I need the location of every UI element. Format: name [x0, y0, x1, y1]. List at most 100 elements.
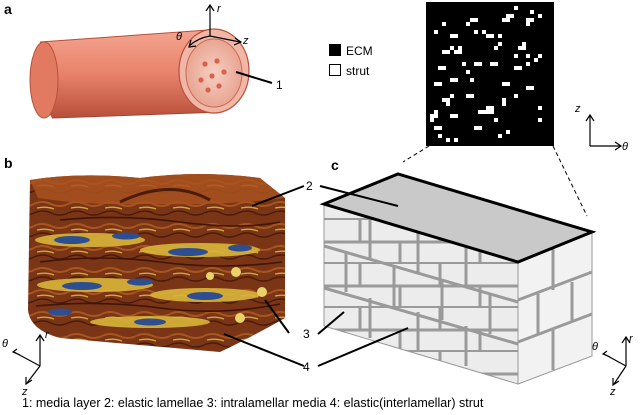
callout-line-1: [235, 71, 273, 84]
strut-cell: [478, 110, 486, 114]
strut-cell: [434, 126, 442, 130]
strut-cell: [446, 138, 450, 142]
strut-cell: [486, 106, 494, 110]
callout-line-2-b: [251, 185, 305, 207]
axis-theta-vessel: θ: [176, 31, 182, 43]
cell-dots: [198, 58, 227, 93]
vessel-cylinder: [29, 28, 250, 119]
callout-4: 4: [303, 360, 310, 374]
callout-1: 1: [276, 78, 283, 92]
strut-cell: [526, 22, 530, 26]
legend-ecm-label: ECM: [346, 44, 373, 58]
strut-cell: [466, 70, 470, 74]
block-axes: [601, 335, 631, 387]
dashed-connector-left: [402, 145, 430, 163]
strut-cell: [454, 50, 462, 54]
strut-cell: [526, 86, 534, 90]
strut-cell: [450, 114, 458, 118]
panel-a-label: a: [4, 1, 12, 17]
callout-line-2-c: [319, 185, 399, 207]
panel-c-label: c: [331, 157, 339, 173]
strut-cell: [538, 106, 542, 110]
strut-cell: [474, 62, 482, 66]
strut-cell: [530, 10, 534, 14]
axis-z-vessel: z: [242, 35, 249, 47]
axis-z-tissue: z: [21, 386, 28, 398]
axis-theta-block: θ: [592, 341, 598, 353]
vessel-axes: [188, 3, 243, 48]
figure-caption: 1: media layer 2: elastic lamellae 3: in…: [22, 396, 484, 410]
strut-cell: [474, 126, 482, 130]
media-layer: [185, 38, 243, 108]
strut-cell: [490, 62, 498, 66]
callout-line-3-b: [264, 299, 290, 334]
strut-cell: [514, 66, 522, 70]
strut-cell: [466, 22, 470, 26]
ecm-strut-grid: [426, 2, 554, 146]
strut-cell: [506, 130, 510, 134]
strut-cell: [514, 94, 518, 98]
callout-line-4-c: [317, 327, 409, 367]
axis-r-vessel: r: [217, 3, 222, 15]
callout-line-3-c: [317, 311, 345, 335]
axis-z-grid: z: [574, 103, 581, 115]
callout-line-4-b: [223, 333, 305, 367]
strut-cell: [442, 98, 450, 102]
panel-b-label: b: [4, 155, 13, 171]
elastic-lamella-top: [319, 172, 597, 264]
axis-r-block: r: [629, 333, 634, 345]
callout-3: 3: [303, 327, 310, 341]
strut-cell: [438, 66, 446, 70]
legend-ecm-swatch: [329, 44, 341, 56]
strut-cell: [434, 82, 442, 86]
legend-strut-label: strut: [346, 64, 370, 78]
strut-cell: [474, 30, 478, 34]
strut-cell: [470, 18, 478, 22]
strut-cell: [502, 82, 510, 86]
dashed-connector-right: [552, 145, 588, 217]
axis-theta-tissue: θ: [2, 338, 8, 350]
strut-cell: [534, 58, 538, 62]
strut-cell: [514, 6, 518, 10]
tissue-illustration: [28, 174, 285, 352]
strut-cell: [430, 118, 434, 122]
callout-2: 2: [306, 179, 313, 193]
strut-cell: [502, 102, 506, 106]
strut-cell: [434, 30, 438, 34]
strut-cell: [506, 14, 514, 18]
strut-cell: [522, 42, 526, 46]
strut-cell: [450, 78, 458, 82]
axis-r-tissue: r: [45, 329, 50, 341]
strut-cell: [490, 110, 494, 114]
strut-cell: [470, 78, 474, 82]
strut-cell: [538, 118, 542, 122]
strut-cell: [506, 18, 510, 22]
strut-cell: [458, 46, 462, 50]
strut-cells: [430, 6, 542, 142]
strut-cell: [450, 34, 458, 38]
strut-cell: [498, 134, 502, 138]
strut-cell: [526, 62, 530, 66]
legend-strut-swatch: [329, 64, 341, 76]
axis-theta-grid: θ: [622, 141, 628, 153]
strut-cell: [518, 46, 526, 50]
strut-cell: [498, 42, 502, 46]
tissue-axes: [11, 333, 45, 386]
strut-cell: [486, 110, 490, 114]
strut-cell: [494, 46, 498, 50]
brick-block: [319, 172, 597, 385]
strut-cell: [486, 34, 494, 38]
strut-cell: [462, 62, 466, 66]
strut-cell: [538, 14, 542, 18]
strut-cell: [466, 94, 470, 98]
strut-cell: [502, 98, 506, 102]
strut-cell: [450, 94, 454, 98]
strut-cell: [482, 30, 486, 34]
strut-cell: [446, 102, 450, 106]
strut-cell: [438, 134, 442, 138]
strut-cell: [526, 18, 534, 22]
strut-cell: [526, 54, 530, 58]
strut-cell: [514, 54, 518, 58]
axis-z-block: z: [609, 386, 616, 398]
